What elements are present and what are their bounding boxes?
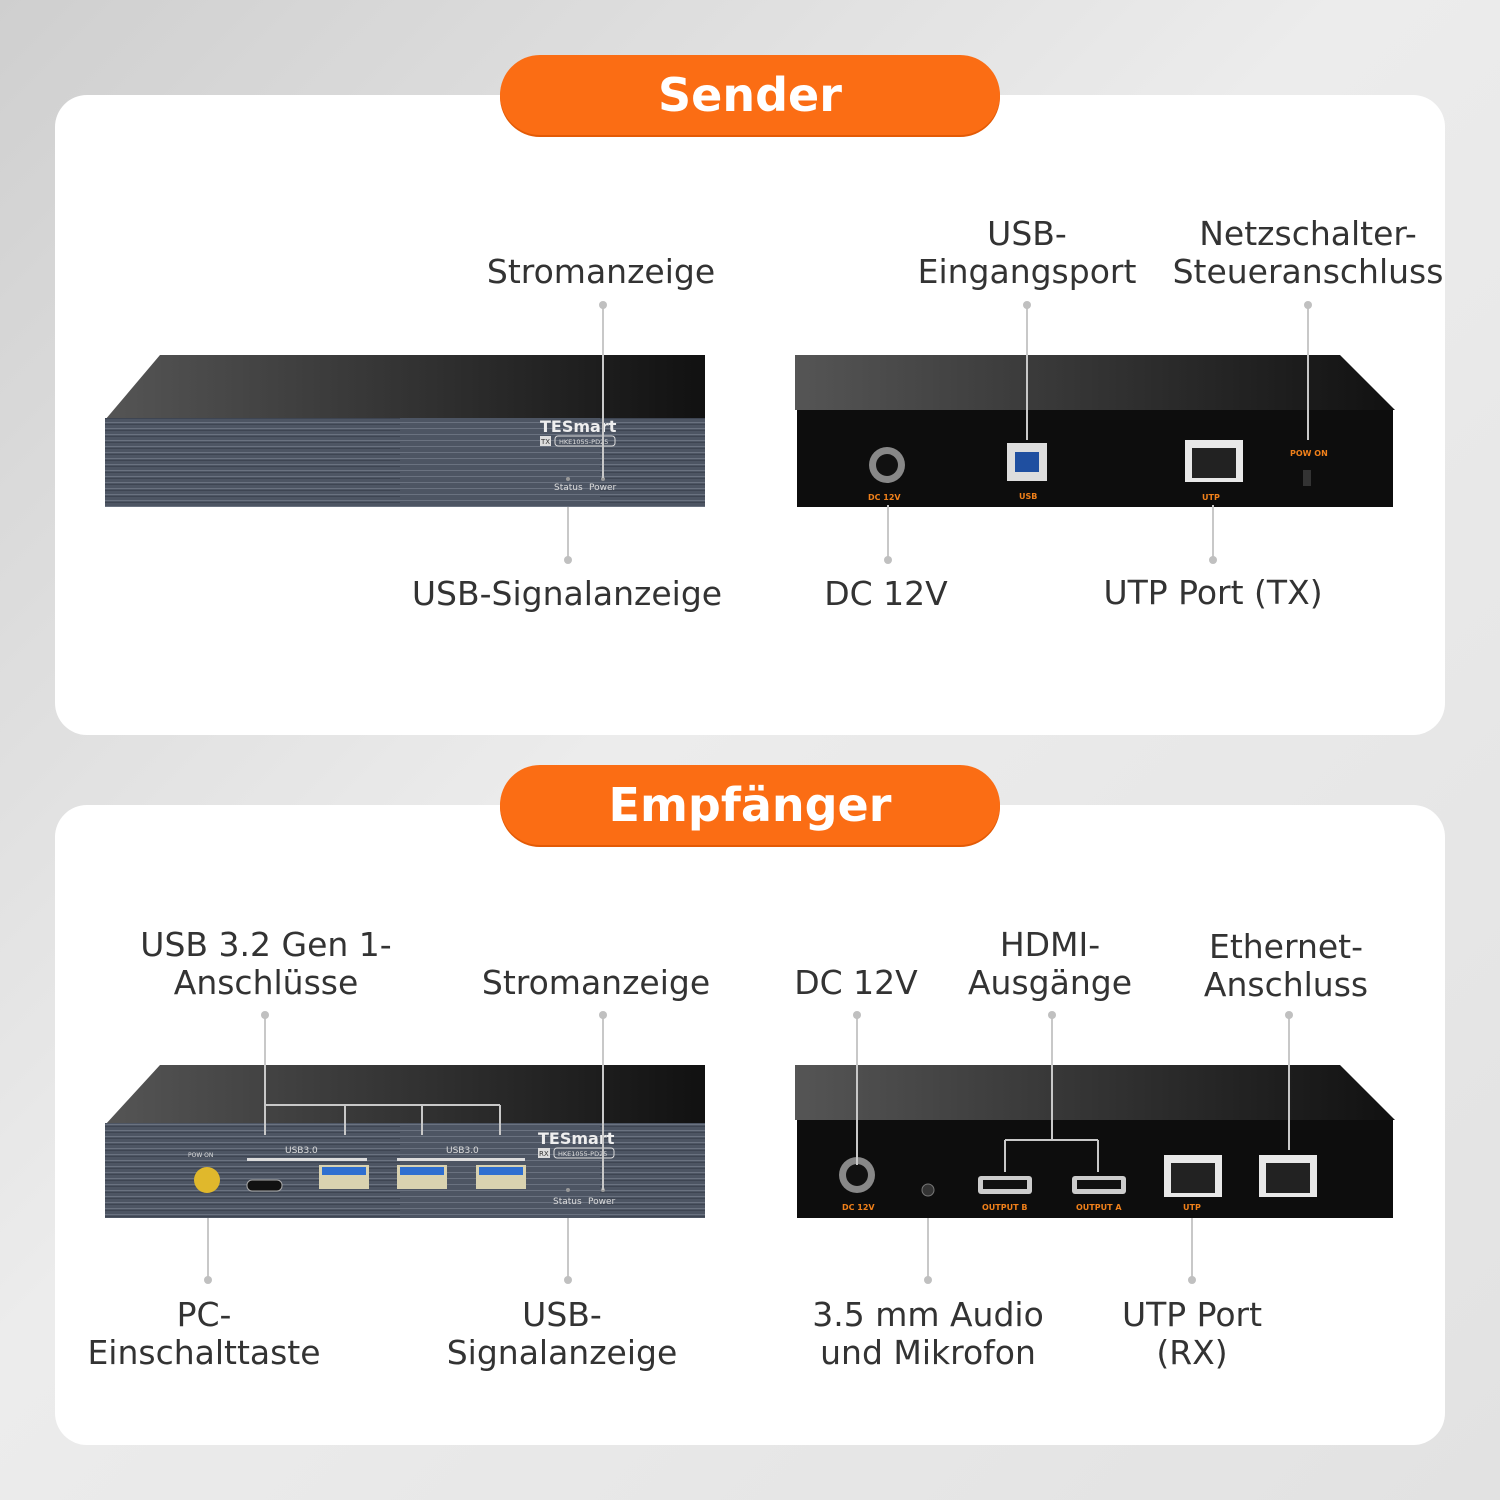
label-receiver-hdmi: HDMI- Ausgänge (967, 925, 1133, 1002)
brand-logo: TESmart (538, 1129, 615, 1148)
svg-text:UTP: UTP (1183, 1203, 1201, 1212)
svg-text:USB3.0: USB3.0 (446, 1146, 479, 1156)
svg-text:HKE1055-PD25: HKE1055-PD25 (559, 438, 608, 446)
svg-text:USB: USB (1019, 492, 1037, 501)
receiver-front-device: POW ON USB3.0 USB3.0 TESmart RX HKE1055-… (105, 1065, 705, 1218)
svg-text:HKE1055-PD25: HKE1055-PD25 (558, 1150, 607, 1158)
label-receiver-ethernet: Ethernet- Anschluss (1203, 927, 1369, 1004)
receiver-title: Empfänger (500, 765, 1000, 845)
sender-rear-device: DC 12V USB UTP POW ON (795, 355, 1395, 507)
label-receiver-audio: 3.5 mm Audio und Mikrofon (812, 1295, 1044, 1372)
svg-text:Power: Power (589, 483, 617, 493)
label-receiver-dc: DC 12V (794, 963, 918, 1002)
label-receiver-utp: UTP Port (RX) (1121, 1295, 1263, 1372)
svg-text:Status: Status (554, 483, 583, 493)
callout-lines (207, 305, 1309, 1280)
label-receiver-pc-power: PC- Einschalttaste (87, 1295, 321, 1372)
label-sender-power-switch: Netzschalter- Steueranschluss (1172, 214, 1444, 291)
svg-text:OUTPUT B: OUTPUT B (982, 1203, 1027, 1212)
callout-dots (204, 301, 1312, 1284)
svg-text:USB3.0: USB3.0 (285, 1146, 318, 1156)
label-receiver-usb-signal: USB- Signalanzeige (446, 1295, 678, 1372)
svg-text:UTP: UTP (1202, 493, 1220, 502)
label-receiver-power-indicator: Stromanzeige (481, 963, 711, 1002)
svg-text:Status: Status (553, 1197, 582, 1207)
svg-text:POW ON: POW ON (1290, 449, 1328, 458)
svg-text:TX: TX (540, 438, 550, 446)
label-sender-utp: UTP Port (TX) (1103, 573, 1323, 612)
sender-title: Sender (500, 55, 1000, 135)
sender-front-device: TESmart TX HKE1055-PD25 Status Power (105, 355, 705, 507)
label-sender-power-indicator: Stromanzeige (486, 252, 716, 291)
svg-text:DC 12V: DC 12V (868, 493, 901, 502)
svg-text:DC 12V: DC 12V (842, 1203, 875, 1212)
label-sender-usb-signal: USB-Signalanzeige (411, 574, 723, 613)
receiver-rear-device: DC 12V OUTPUT B OUTPUT A UTP (795, 1065, 1395, 1218)
svg-text:POW ON: POW ON (188, 1152, 213, 1159)
label-receiver-usb-ports: USB 3.2 Gen 1- Anschlüsse (140, 925, 392, 1002)
label-sender-dc: DC 12V (824, 574, 948, 613)
svg-text:OUTPUT A: OUTPUT A (1076, 1203, 1122, 1212)
brand-logo: TESmart (540, 417, 617, 436)
svg-text:Power: Power (588, 1197, 616, 1207)
label-sender-usb-input: USB- Eingangsport (917, 214, 1137, 291)
svg-text:RX: RX (539, 1150, 549, 1158)
pc-power-button[interactable] (194, 1167, 220, 1193)
